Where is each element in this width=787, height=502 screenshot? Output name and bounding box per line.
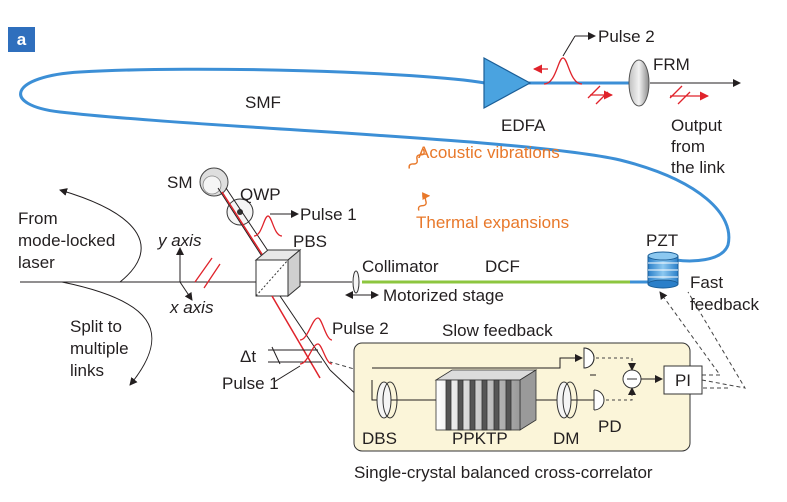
pulse-1-bottom-pulse <box>299 343 333 365</box>
dm-label: DM <box>553 429 579 448</box>
pbs-cube <box>254 248 302 298</box>
thermal-wave-icon <box>417 192 431 211</box>
frm-label: FRM <box>653 55 690 74</box>
pi-label: PI <box>675 371 691 390</box>
pulse-2-top-pointer <box>562 35 576 57</box>
svg-text:from: from <box>671 137 705 156</box>
collimator-label: Collimator <box>362 257 439 276</box>
pulse-2-mid-label: Pulse 2 <box>332 319 389 338</box>
smf-fiber <box>19 67 731 263</box>
qwp-label: QWP <box>240 185 281 204</box>
svg-text:multiple: multiple <box>70 339 129 358</box>
panel-badge: a <box>8 27 35 52</box>
polarization-axes <box>176 247 193 301</box>
edfa-amplifier <box>483 56 532 110</box>
dbs-label: DBS <box>362 429 397 448</box>
svg-text:Fast: Fast <box>690 273 723 292</box>
svg-text:laser: laser <box>18 253 55 272</box>
pi-controller <box>663 365 703 395</box>
pbs-label: PBS <box>293 232 327 251</box>
subtractor-node <box>622 369 642 389</box>
sm-mirror <box>199 167 229 197</box>
dbs-element <box>376 381 398 419</box>
pulse-1-bottom-label: Pulse 1 <box>222 374 279 393</box>
svg-text:From: From <box>18 209 58 228</box>
photodetector-top <box>583 347 595 369</box>
pzt-label: PZT <box>646 231 678 250</box>
acoustic-wave-icon <box>408 148 425 169</box>
pbs-to-correlator-red <box>271 295 321 379</box>
frm-mirror <box>628 59 650 107</box>
thermal-expansions-label: Thermal expansions <box>416 213 569 232</box>
sm-label: SM <box>167 173 193 192</box>
input-pulse-icon <box>194 257 221 289</box>
edfa-label: EDFA <box>501 116 546 135</box>
motorized-stage-label: Motorized stage <box>383 286 504 305</box>
acoustic-vibrations-label: Acoustic vibrations <box>418 143 560 162</box>
dm-mirror <box>556 381 578 419</box>
split-curve-arrow <box>61 281 153 386</box>
svg-text:the link: the link <box>671 158 725 177</box>
dcf-label: DCF <box>485 257 520 276</box>
pulse-2-top-pulses <box>533 57 709 105</box>
pulse-2-mid-pulse <box>299 317 333 341</box>
smf-label: SMF <box>245 93 281 112</box>
collimator-lens <box>352 270 360 294</box>
svg-text:Output: Output <box>671 116 722 135</box>
pulse-1-bottom-pointer <box>273 365 301 383</box>
ppktp-label: PPKTP <box>452 429 508 448</box>
correlator-caption: Single-crystal balanced cross-correlator <box>354 463 653 482</box>
y-axis-label: y axis <box>157 231 202 250</box>
svg-text:links: links <box>70 361 104 380</box>
delta-t-label: Δt <box>240 347 256 366</box>
pulse-1-top-pulse <box>253 215 283 237</box>
photodetector-bottom <box>593 389 605 411</box>
svg-text:mode-locked: mode-locked <box>18 231 115 250</box>
panel-label: a <box>17 30 27 49</box>
fast-feedback-label: Fast feedback <box>690 273 759 314</box>
svg-text:feedback: feedback <box>690 295 759 314</box>
pulse-2-top-label: Pulse 2 <box>598 27 655 46</box>
pzt-stretcher <box>647 251 679 289</box>
pd-label: PD <box>598 417 622 436</box>
from-laser-label: From mode-locked laser <box>18 209 115 272</box>
ppktp-crystal <box>434 369 538 431</box>
output-label: Output from the link <box>671 116 725 177</box>
pulse-1-top-label: Pulse 1 <box>300 205 357 224</box>
delta-t-marker <box>268 346 322 365</box>
x-axis-label: x axis <box>169 298 214 317</box>
laser-curve-arrow <box>59 188 142 283</box>
split-label: Split to multiple links <box>70 317 129 380</box>
detector-signal-lines <box>596 357 636 401</box>
slow-feedback-label: Slow feedback <box>442 321 553 340</box>
svg-text:Split to: Split to <box>70 317 122 336</box>
